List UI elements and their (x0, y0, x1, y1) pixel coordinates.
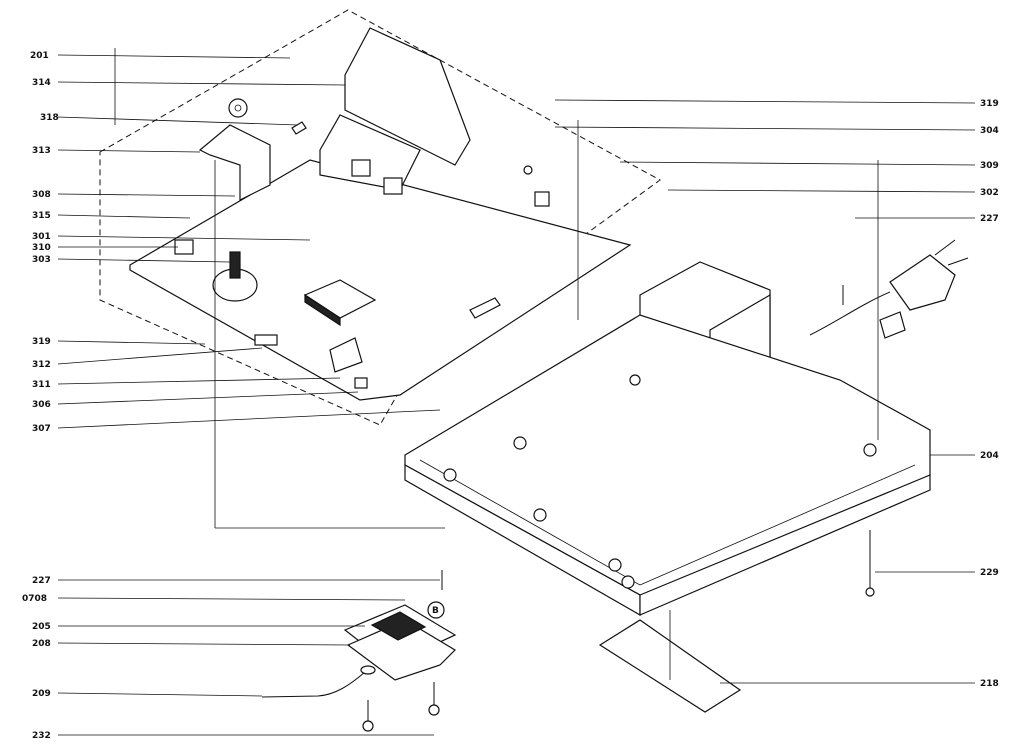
base-cabinet-right (639, 474, 931, 616)
callout-313: 313 (32, 146, 51, 156)
nut-hole (234, 104, 242, 112)
callout-209: 209 (32, 689, 51, 699)
base-inner-edge (419, 459, 641, 586)
screw-319-top (523, 165, 533, 175)
mounting-bracket (198, 124, 271, 201)
callout-b-letter: B (432, 606, 439, 616)
connector-312 (254, 334, 278, 346)
shield-plate (344, 27, 471, 166)
component-311 (329, 337, 363, 373)
post-1 (443, 468, 457, 482)
callout-201: 201 (30, 51, 49, 61)
post-2 (513, 436, 527, 450)
long-screw-229-head (865, 587, 875, 597)
leader-209 (57, 692, 263, 697)
leader-201 (57, 54, 291, 59)
leader-311 (57, 377, 341, 385)
callout-302: 302 (980, 188, 999, 198)
shield-plate-inner (319, 114, 421, 191)
callout-312: 312 (32, 360, 51, 370)
callout-304: 304 (980, 126, 999, 136)
leader-304 (554, 126, 976, 131)
leader-315 (57, 214, 191, 219)
leader-306 (57, 391, 359, 405)
edge-connector (469, 297, 501, 319)
leader-314 (57, 81, 346, 86)
wire-209 (261, 671, 366, 698)
transistor-2 (383, 177, 403, 195)
leader-0708 (57, 597, 406, 601)
plug-prong-2 (947, 257, 969, 266)
screw-232-left-head (362, 720, 374, 732)
callout-318: 318 (40, 113, 59, 123)
callout-319-right: 319 (980, 99, 999, 109)
post-7 (629, 374, 641, 386)
callout-306: 306 (32, 400, 51, 410)
wire-lug (360, 665, 376, 675)
leader-301 (57, 235, 311, 241)
leader-312 (57, 347, 263, 365)
leader-303 (57, 258, 231, 263)
callout-208: 208 (32, 639, 51, 649)
post-4 (608, 558, 622, 572)
leader-318 (57, 116, 299, 126)
post-6 (863, 443, 877, 457)
leader-313 (57, 149, 201, 153)
callout-232: 232 (32, 731, 51, 741)
callout-229: 229 (980, 568, 999, 578)
board-assembly-outline (99, 9, 661, 426)
leader-319-right (554, 99, 976, 104)
post-3 (533, 508, 547, 522)
callout-204: 204 (980, 451, 999, 461)
callout-307: 307 (32, 424, 51, 434)
callout-0708: 0708 (22, 594, 47, 604)
callout-218: 218 (980, 679, 999, 689)
callout-205: 205 (32, 622, 51, 632)
power-cord (809, 291, 891, 336)
leader-309 (619, 161, 976, 166)
callout-314: 314 (32, 78, 51, 88)
callout-227-bottom: 227 (32, 576, 51, 586)
power-plug (889, 254, 956, 311)
base-inner-edge-2 (639, 464, 916, 586)
post-5 (621, 575, 635, 589)
leader-308 (57, 193, 236, 197)
ic-chip-side (304, 293, 341, 327)
base-cabinet (404, 314, 931, 611)
callout-311: 311 (32, 380, 51, 390)
nut (228, 98, 248, 118)
leader-307 (57, 409, 441, 429)
clip-304 (534, 191, 550, 207)
callout-315: 315 (32, 211, 51, 221)
callout-319-left: 319 (32, 337, 51, 347)
screw-232-right-head (428, 704, 440, 716)
callout-227-right: 227 (980, 214, 999, 224)
strain-relief (879, 311, 906, 339)
component-306 (354, 377, 368, 389)
screw-318 (291, 121, 307, 135)
plug-prong-1 (934, 239, 956, 256)
callout-310: 310 (32, 243, 51, 253)
callout-b-circle (427, 601, 445, 619)
leader-319-left (57, 340, 206, 345)
transistor-1 (351, 159, 371, 177)
leader-302 (667, 189, 976, 193)
spring (229, 251, 241, 279)
callout-309: 309 (980, 161, 999, 171)
callout-308: 308 (32, 190, 51, 200)
leader-208 (57, 642, 351, 646)
callout-303: 303 (32, 255, 51, 265)
callout-301: 301 (32, 232, 51, 242)
relay-block (370, 611, 427, 641)
